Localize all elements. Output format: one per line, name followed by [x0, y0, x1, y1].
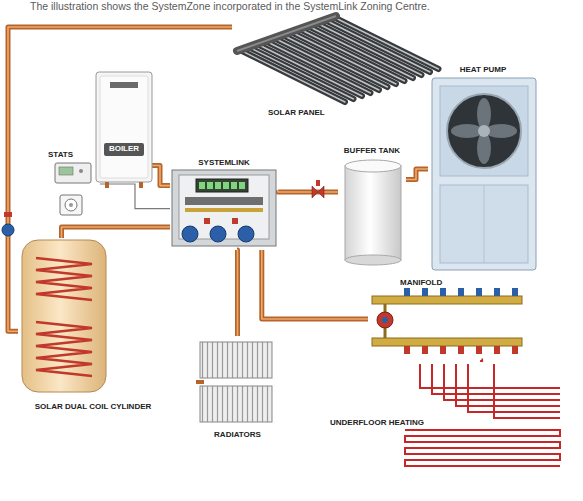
heat-pump-drawing — [432, 78, 536, 270]
systemlink-drawing — [172, 170, 276, 246]
pipe-connector — [237, 250, 239, 336]
radiator-drawing — [196, 342, 272, 422]
component-label: MANIFOLD — [400, 278, 480, 288]
component-box: UNDERFLOOR HEATING — [330, 362, 565, 474]
component-box: SOLAR PANEL — [232, 14, 457, 122]
buffer-tank-drawing — [345, 160, 401, 265]
pump-symbol — [2, 212, 14, 236]
component-box: BUFFER TANK — [338, 142, 406, 267]
pipe-highlight — [278, 190, 338, 192]
caption-text: The illustration shows the SystemZone in… — [30, 0, 570, 12]
component-label: RADIATORS — [195, 430, 280, 440]
component-label: HEAT PUMP — [428, 65, 538, 75]
component-box: RADIATORS — [195, 336, 280, 442]
pipe-highlight — [406, 169, 428, 180]
pipe-connector — [152, 166, 170, 186]
thermostat-drawing — [55, 163, 91, 215]
component-label: BUFFER TANK — [338, 146, 406, 156]
pipe-highlight — [236, 250, 238, 336]
pipe-line — [62, 227, 171, 238]
wire-line — [100, 184, 170, 209]
pipe-connector — [278, 190, 338, 192]
component-box: BOILER — [96, 72, 152, 182]
pipe-line — [480, 360, 483, 362]
component-box: SOLAR DUAL COIL CYLINDER — [18, 238, 168, 414]
cylinder-drawing — [22, 240, 106, 392]
valve-symbol — [312, 180, 324, 198]
pipe-line — [278, 190, 338, 192]
component-label: SYSTEMLINK — [170, 158, 278, 168]
pipe-line — [406, 169, 428, 180]
component-label: SOLAR DUAL COIL CYLINDER — [18, 402, 168, 412]
manifold-drawing — [372, 288, 522, 354]
component-box: STATS — [48, 148, 100, 220]
pipe-connector — [62, 227, 171, 238]
solar-panel-drawing — [237, 16, 439, 102]
pipe-highlight — [152, 166, 170, 186]
pipe-connector — [481, 360, 482, 362]
pipe-line — [235, 250, 241, 336]
component-box: HEAT PUMP — [428, 64, 538, 274]
component-label: UNDERFLOOR HEATING — [330, 418, 440, 428]
component-label: BOILER — [96, 144, 152, 154]
component-label: SOLAR PANEL — [268, 108, 368, 118]
pipe-connector — [406, 169, 428, 180]
boiler-drawing — [96, 72, 152, 188]
component-box: MANIFOLD — [368, 278, 530, 360]
control-wire — [100, 184, 170, 209]
underfloor-pipe-drawing — [405, 364, 560, 466]
pipe-line — [152, 166, 170, 186]
pipe-highlight — [62, 227, 171, 238]
component-box: SYSTEMLINK — [170, 158, 278, 250]
component-label: STATS — [48, 150, 88, 160]
